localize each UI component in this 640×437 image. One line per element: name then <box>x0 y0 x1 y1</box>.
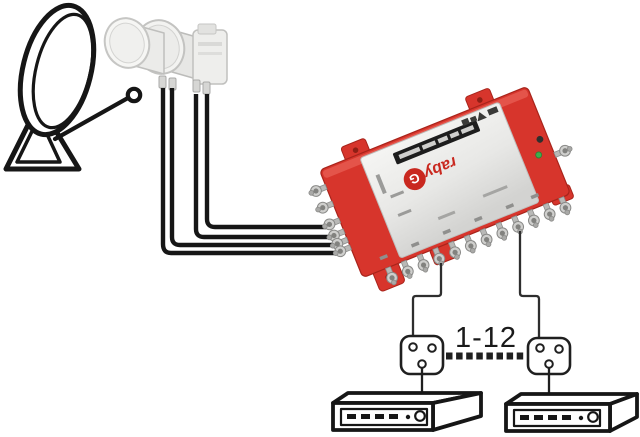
ground-port <box>536 135 544 143</box>
receiver-left <box>331 391 483 432</box>
receiver-power-button <box>414 410 426 422</box>
outlet-hole <box>427 343 437 353</box>
receiver-power-button <box>587 411 599 423</box>
power-led <box>535 151 543 159</box>
wall-outlet-right <box>526 336 572 393</box>
multiswitch-device: G raby <box>306 87 575 292</box>
trunk-connector <box>552 142 575 161</box>
dish-stand-inner <box>15 115 62 164</box>
receiver-front-panel <box>512 408 602 428</box>
satellite-dish-icon <box>3 2 143 172</box>
drop-cable-right <box>518 231 541 339</box>
range-label: 1-12 <box>455 322 517 354</box>
drop-cable-left <box>411 263 443 337</box>
dish-feed-arm <box>52 95 131 142</box>
coax-cable <box>193 94 330 240</box>
tab-screw <box>477 97 483 103</box>
output-cables <box>411 231 541 339</box>
tab-screw <box>352 147 359 153</box>
model-label-strip <box>392 120 481 165</box>
lnb-cables <box>160 88 337 256</box>
coax-cable <box>204 94 326 230</box>
dish-reflector-inner <box>31 12 95 130</box>
receiver-buttons <box>347 414 398 419</box>
wall-outlet-left <box>399 334 445 392</box>
model-label-glyphs <box>398 124 475 160</box>
receiver-led <box>578 415 584 421</box>
lnb-horn-cap-front-inner <box>109 22 145 64</box>
lnb-main-body <box>192 29 228 85</box>
outlet-hole <box>408 342 418 352</box>
coax-cable <box>169 88 334 248</box>
lnb-icon <box>103 17 228 95</box>
panel-markings <box>375 106 508 221</box>
port-labels <box>379 193 540 261</box>
outlet-hole <box>544 359 554 369</box>
lnb-body-label <box>198 42 222 46</box>
brand-logo-disc <box>403 168 426 191</box>
receiver-led <box>405 414 411 420</box>
receiver-buttons <box>520 415 571 420</box>
receiver-right <box>504 392 639 433</box>
lnb-body-label <box>198 52 222 55</box>
receiver-front-panel <box>339 407 429 427</box>
lnb-body-detail <box>197 23 217 35</box>
top-panel <box>360 102 539 258</box>
outlet-hole <box>417 359 427 369</box>
coax-cable <box>160 88 337 256</box>
outlet-hole <box>554 344 564 354</box>
outlet-hole <box>535 343 545 353</box>
dish-feed-head <box>125 86 143 104</box>
